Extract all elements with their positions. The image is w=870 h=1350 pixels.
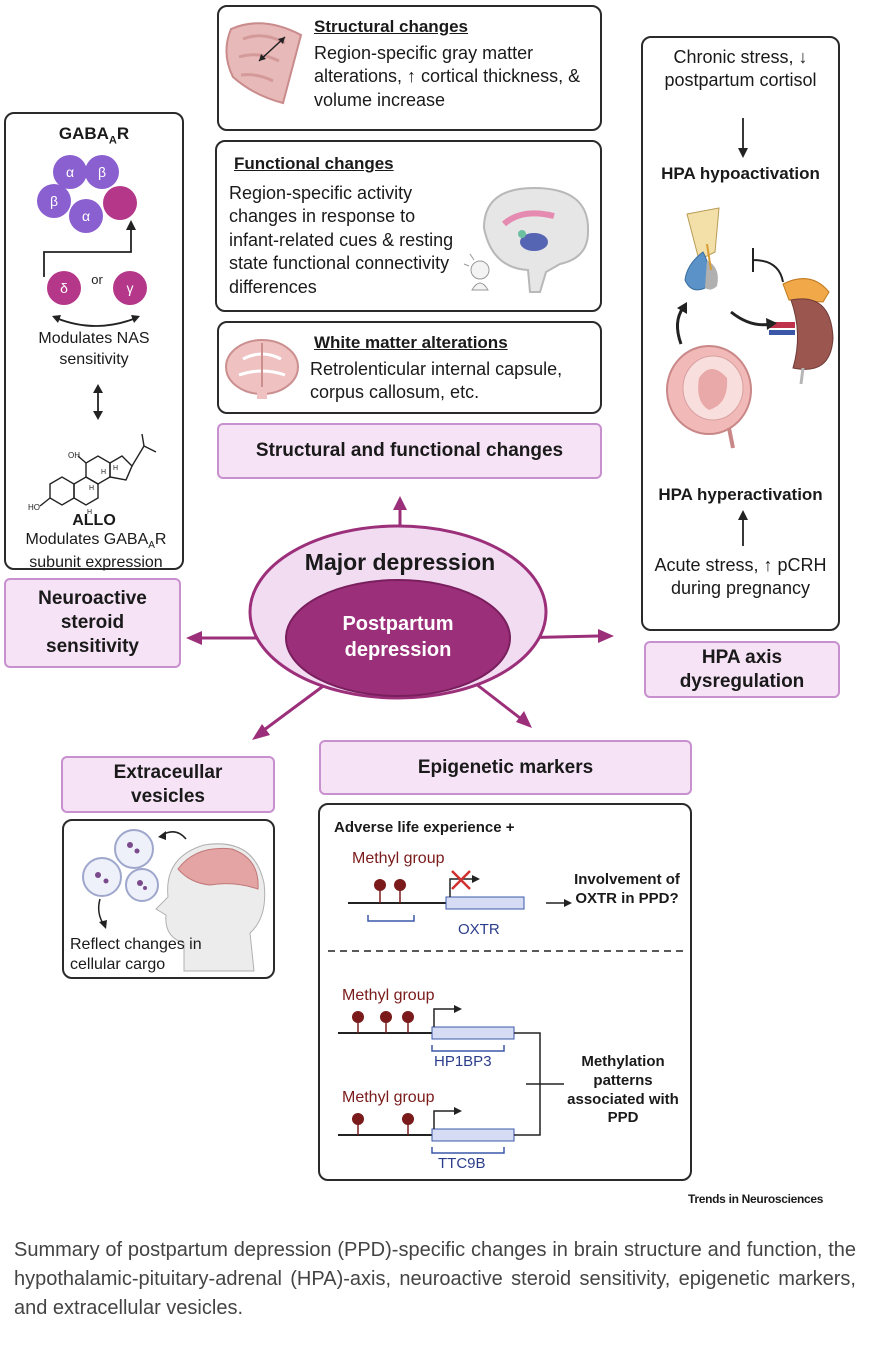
postpartum-depression-ellipse	[285, 579, 511, 697]
vesicles-head-icon	[82, 829, 266, 972]
brain-coronal-icon	[225, 339, 299, 399]
or-label: or	[91, 272, 103, 287]
gamma-glyph: γ	[127, 280, 134, 296]
structural-title: Structural changes	[314, 17, 468, 36]
chem-h1: H	[89, 485, 94, 492]
arrow-left	[186, 631, 202, 645]
white-matter-title: White matter alterations	[314, 333, 508, 352]
gaba-box: GABAAR α β β α Cl⁻ δ γ or OH HO	[4, 112, 184, 573]
subunit-gamma	[113, 271, 147, 305]
brain-cortex-icon	[225, 22, 303, 105]
alpha-bottom-glyph: α	[82, 208, 90, 224]
chem-ho: HO	[28, 503, 40, 512]
brain-sagittal-icon	[463, 186, 590, 293]
subunit-beta-top	[85, 155, 119, 189]
epigenetic-box: Adverse life experience + Methyl group O…	[318, 803, 692, 1181]
chem-h4: H	[87, 509, 92, 516]
methyl-label-2: Methyl group	[342, 987, 435, 1004]
allopregnanolone-structure-icon	[39, 433, 157, 507]
neuroactive-steroid-label: Neuroactive steroid sensitivity	[4, 578, 181, 668]
white-matter-body: Retrolenticular internal capsule, corpus…	[310, 359, 563, 403]
methyl-label-3: Methyl group	[342, 1089, 435, 1106]
hpa-box: Chronic stress, ↓ postpartum cortisol HP…	[641, 36, 840, 631]
epigenetic-markers-label: Epigenetic markers	[319, 740, 692, 795]
arrow-up	[393, 496, 407, 510]
involvement-text: Involvement of OXTR in PPD?	[574, 871, 680, 907]
subunit-delta	[47, 271, 81, 305]
functional-changes-box: Functional changes Region-specific activ…	[215, 140, 602, 312]
adverse-text: Adverse life experience +	[334, 819, 515, 836]
hpa-axis-diagram	[666, 118, 834, 546]
alpha-top-glyph: α	[66, 164, 74, 180]
methyl-label-1: Methyl group	[352, 850, 445, 867]
journal-credit: Trends in Neurosciences	[688, 1192, 824, 1206]
beta-top-glyph: β	[98, 164, 106, 180]
structural-body: Region-specific gray matter alterations,…	[314, 43, 581, 110]
methylation-patterns-text: Methylation patterns associated with PPD	[567, 1053, 679, 1127]
arrow-down-right	[516, 711, 532, 728]
structural-functional-label: Structural and functional changes	[217, 423, 602, 479]
allo-desc-1: Modulates GABA	[25, 531, 149, 548]
gaba-receptor-diagram: α β β α Cl⁻ δ γ or OH HO H H H H	[28, 155, 157, 516]
functional-body: Region-specific activity changes in resp…	[229, 183, 454, 297]
adrenal-kidney-icon	[769, 278, 834, 385]
major-depression-text: Major depression	[304, 549, 496, 575]
pregnant-uterus-icon	[666, 345, 752, 449]
subunit-magenta	[103, 186, 137, 220]
functional-title: Functional changes	[234, 154, 394, 173]
hpa-hyper-text: HPA hyperactivation	[658, 485, 823, 504]
nas-text: Modulates NAS sensitivity	[38, 330, 150, 368]
extracellular-vesicles-box: Reflect changes in cellular cargo	[62, 819, 275, 979]
allo-desc: Modulates GABAAR subunit expression	[16, 530, 176, 573]
beta-left-glyph: β	[50, 193, 58, 209]
gaba-title-main: GABA	[58, 124, 109, 143]
subunit-alpha-bottom	[69, 199, 103, 233]
gaba-title-sub: A	[108, 134, 117, 147]
hp1bp3-label: HP1BP3	[434, 1053, 492, 1070]
oxtr-label: OXTR	[458, 921, 500, 938]
gaba-title: GABAAR	[6, 124, 182, 146]
allo-title: ALLO	[72, 512, 116, 529]
extracellular-vesicles-label: Extraceullar vesicles	[61, 756, 275, 813]
allo-desc-sub: A	[148, 540, 155, 552]
hpa-dysregulation-label: HPA axis dysregulation	[644, 641, 840, 698]
hpa-hypo-text: HPA hypoactivation	[661, 164, 820, 183]
subunit-beta-left	[37, 184, 71, 218]
figure-caption: Summary of postpartum depression (PPD)-s…	[14, 1239, 856, 1319]
chem-h3: H	[113, 465, 118, 472]
allo-desc-2: R subunit expression	[29, 531, 167, 571]
subunit-alpha-top	[53, 155, 87, 189]
postpartum-depression-text: Postpartum depression	[342, 613, 454, 661]
epigenetic-diagram	[328, 870, 686, 1154]
acute-stress-text: Acute stress, ↑ pCRH during pregnancy	[654, 555, 827, 599]
delta-glyph: δ	[60, 280, 68, 296]
pituitary-icon	[684, 207, 720, 291]
arrow-down-left	[252, 724, 270, 740]
chloride-label: Cl⁻	[78, 185, 94, 197]
chem-oh: OH	[68, 451, 80, 460]
ev-description: Reflect changes in cellular cargo	[70, 936, 202, 973]
gaba-title-end: R	[116, 124, 130, 143]
chronic-stress-text: Chronic stress, ↓ postpartum cortisol	[664, 47, 817, 91]
ttc9b-label: TTC9B	[438, 1155, 486, 1172]
white-matter-box: White matter alterations Retrolenticular…	[217, 321, 602, 414]
arrow-right	[598, 629, 614, 643]
chem-h2: H	[101, 469, 106, 476]
structural-changes-box: Structural changes Region-specific gray …	[217, 5, 602, 131]
